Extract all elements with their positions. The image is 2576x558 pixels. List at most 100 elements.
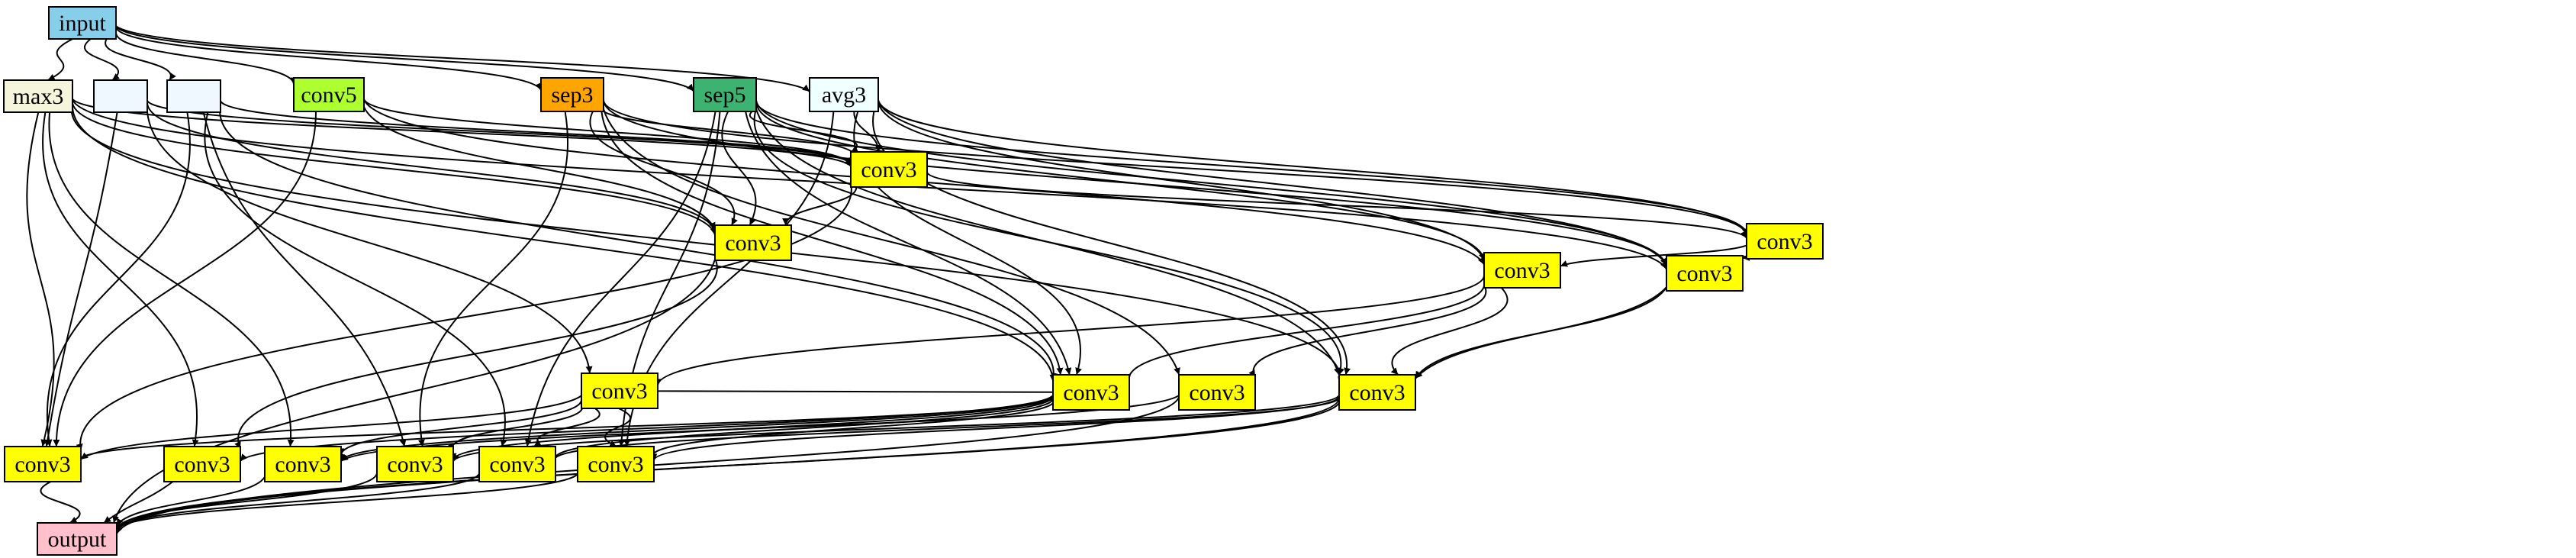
edge-c6-to-c7 [656, 388, 1061, 395]
node-box-conv5 [293, 77, 365, 112]
edge-conv5-to-c2 [363, 106, 716, 231]
node-label-c1: conv3 [861, 157, 916, 182]
edge-skip2-to-c15 [204, 111, 507, 447]
node-c8: conv3 [1178, 374, 1256, 411]
node-label-sep5: sep5 [704, 82, 746, 108]
node-box-sep5 [693, 77, 757, 112]
node-label-max3: max3 [13, 84, 64, 109]
edge-avg3-to-c3 [877, 99, 1749, 236]
node-output: output [37, 522, 118, 556]
edge-c2-to-c12 [234, 257, 718, 450]
node-box-output [37, 522, 118, 556]
edge-sep3-to-c3 [602, 98, 1752, 237]
node-label-c3: conv3 [1757, 229, 1812, 254]
edge-input-to-max3 [47, 38, 73, 81]
node-label-sep3: sep3 [552, 82, 594, 108]
edge-avg3-to-c4 [877, 103, 1486, 261]
node-c3: conv3 [1746, 223, 1824, 260]
node-label-c4: conv3 [1494, 258, 1550, 283]
edge-sep5-to-c2 [721, 111, 757, 226]
node-box-c8 [1178, 374, 1256, 411]
node-box-max3 [3, 79, 73, 113]
node-c15: conv3 [478, 446, 556, 482]
node-label-c12: conv3 [174, 452, 230, 477]
node-skip1 [93, 79, 148, 113]
edge-avg3-to-c5 [877, 101, 1667, 266]
edge-sep5-to-c15 [524, 111, 716, 447]
node-c13: conv3 [264, 446, 342, 482]
node-label-c13: conv3 [275, 452, 330, 477]
node-box-c3 [1746, 223, 1824, 260]
edge-c11-to-output [40, 481, 81, 524]
node-skip2 [166, 79, 221, 113]
node-c12: conv3 [163, 446, 241, 482]
edge-sep5-to-c10 [753, 108, 1344, 376]
edge-sep5-to-c7 [745, 111, 1072, 376]
edge-input-to-avg3 [115, 25, 810, 92]
edge-sep3-to-c7 [601, 111, 1064, 376]
node-sep3: sep3 [540, 77, 604, 112]
node-max3: max3 [3, 79, 73, 113]
edge-c6-to-c16 [604, 408, 631, 447]
node-box-c4 [1483, 252, 1561, 289]
edge-c4-to-c9 [1390, 287, 1509, 376]
edge-skip1-to-c11 [43, 111, 118, 447]
node-label-input: input [59, 11, 106, 36]
edge-skip2-to-c11 [45, 111, 191, 447]
node-label-c14: conv3 [387, 452, 443, 477]
edge-c6-to-c14 [446, 404, 583, 451]
node-box-c7 [1052, 374, 1130, 411]
edge-c1-to-c3 [926, 172, 1747, 239]
node-label-output: output [48, 527, 107, 552]
edge-c5-to-c10 [1415, 286, 1667, 379]
node-label-c11: conv3 [14, 452, 70, 477]
edge-max3-to-c7 [72, 105, 1057, 382]
node-c1: conv3 [850, 151, 928, 188]
edge-skip1-to-c6 [147, 111, 593, 374]
node-label-c2: conv3 [725, 231, 781, 256]
edge-max3-to-c2 [72, 102, 717, 236]
edge-c4-to-c7 [1124, 280, 1486, 382]
node-box-skip1 [93, 79, 148, 113]
edge-input-to-skip2 [105, 38, 176, 81]
edge-c12-to-output [103, 481, 174, 524]
node-box-c5 [1666, 255, 1744, 292]
edge-c1-to-c2 [782, 186, 858, 226]
node-box-input [48, 6, 117, 40]
edge-max3-to-c13 [48, 111, 295, 447]
edge-c3-to-c4 [1560, 244, 1747, 267]
edge-input-to-sep5 [115, 26, 694, 92]
edge-c10-to-output [110, 396, 1341, 535]
edge-c3-to-c5 [1741, 254, 1750, 261]
edge-skip1-to-c2 [147, 102, 719, 234]
node-box-c14 [376, 446, 454, 482]
edge-c14-to-output [113, 472, 378, 531]
edge-c2-to-output [112, 259, 716, 524]
edge-max3-to-c10 [70, 103, 1344, 385]
node-c2: conv3 [714, 224, 792, 261]
node-box-c9 [1338, 374, 1416, 411]
node-box-c2 [714, 224, 792, 261]
edge-conv5-to-c11 [53, 111, 317, 447]
node-c11: conv3 [4, 446, 82, 482]
node-c5: conv3 [1666, 255, 1744, 292]
node-box-c15 [478, 446, 556, 482]
edge-sep3-to-c1 [599, 101, 858, 162]
node-box-c13 [264, 446, 342, 482]
edge-c13-to-output [116, 476, 266, 527]
edge-c1-to-c11 [76, 182, 852, 451]
node-label-avg3: avg3 [822, 82, 866, 108]
edge-skip2-to-c7 [219, 105, 1058, 380]
edge-avg3-to-c1 [853, 111, 882, 153]
node-c16: conv3 [577, 446, 655, 482]
node-sep5: sep5 [693, 77, 757, 112]
node-c9: conv3 [1338, 374, 1416, 411]
node-input: input [48, 6, 117, 40]
node-box-c1 [850, 151, 928, 188]
edge-c7-to-c16 [646, 397, 1055, 460]
edge-max3-to-c12 [42, 111, 199, 447]
edge-sep5-to-c1 [749, 108, 859, 153]
edge-max3-to-c11 [26, 111, 55, 447]
